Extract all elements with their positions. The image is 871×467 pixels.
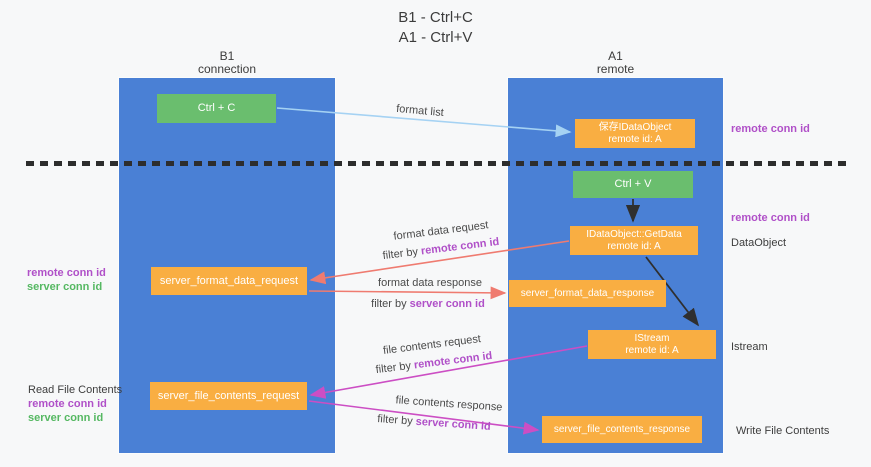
page-title: B1 - Ctrl+C A1 - Ctrl+V (0, 8, 871, 48)
istream-title: IStream (634, 332, 670, 344)
dashed-separator-line (26, 161, 846, 166)
server-conn-id-highlight: server conn id (415, 415, 492, 433)
server-format-data-request-box: server_format_data_request (151, 267, 307, 295)
server-format-data-response-box: server_format_data_response (509, 280, 666, 307)
save-dataobject-subtitle: remote id: A (608, 133, 662, 145)
ctrl-v-label: Ctrl + V (614, 178, 652, 190)
server-file-contents-response-label: server_file_contents_response (553, 423, 691, 435)
filter-by-text: filter by (371, 298, 407, 310)
remote-conn-id-label-mid: remote conn id (731, 212, 810, 224)
format-list-label: format list (395, 102, 445, 120)
lane-b1-name: B1 (219, 49, 235, 63)
server-conn-id-label: server conn id (28, 412, 104, 424)
lane-header-b1: B1 connection (119, 50, 335, 76)
server-format-data-request-label: server_format_data_request (159, 274, 299, 287)
lane-b1-role: connection (197, 62, 257, 76)
file-contents-response-label: file contents response (395, 394, 503, 414)
getdata-subtitle: remote id: A (607, 240, 661, 252)
server-file-contents-request-box: server_file_contents_request (150, 382, 307, 410)
arrow-format-data-response (308, 286, 507, 300)
server-file-contents-response-box: server_file_contents_response (542, 416, 702, 443)
istream-box: IStream remote id: A (588, 330, 716, 359)
filter-by-text: filter by (376, 413, 414, 428)
filter-by-text: filter by (375, 359, 412, 377)
ctrl-v-box: Ctrl + V (573, 171, 693, 198)
write-file-contents-label: Write File Contents (736, 425, 830, 437)
ctrl-c-box: Ctrl + C (157, 94, 276, 123)
lane-header-a1: A1 remote (508, 50, 723, 76)
getdata-box: IDataObject::GetData remote id: A (570, 226, 698, 255)
server-conn-id-highlight: server conn id (409, 298, 485, 310)
remote-conn-id-label-top: remote conn id (731, 123, 810, 135)
title-line-2: A1 - Ctrl+V (398, 29, 473, 46)
server-format-data-response-label: server_format_data_response (520, 287, 655, 299)
getdata-title: IDataObject::GetData (586, 228, 682, 240)
save-dataobject-box: 保存IDataObject remote id: A (575, 119, 695, 148)
lane-a1-role: remote (596, 62, 635, 76)
filter-by-text: filter by (382, 245, 419, 263)
left-format-conn-ids: remote conn id server conn id (27, 266, 106, 294)
remote-conn-id-label: remote conn id (28, 398, 107, 410)
dataobject-label: DataObject (731, 237, 787, 249)
server-file-contents-request-label: server_file_contents_request (157, 389, 300, 402)
format-data-response-label: format data response (378, 277, 482, 289)
remote-conn-id-highlight: remote conn id (420, 235, 500, 258)
remote-conn-id-label: remote conn id (27, 267, 106, 279)
save-dataobject-title: 保存IDataObject (598, 121, 672, 133)
istream-subtitle: remote id: A (625, 344, 679, 356)
istream-label: Istream (731, 341, 768, 353)
remote-conn-id-highlight: remote conn id (413, 349, 493, 372)
read-file-contents-label: Read File Contents (28, 384, 123, 396)
ctrl-c-label: Ctrl + C (197, 102, 236, 114)
title-line-1: B1 - Ctrl+C (398, 9, 473, 26)
server-conn-id-label: server conn id (27, 281, 103, 293)
lane-a1-name: A1 (608, 49, 623, 63)
left-file-conn-ids: Read File Contents remote conn id server… (28, 383, 122, 425)
